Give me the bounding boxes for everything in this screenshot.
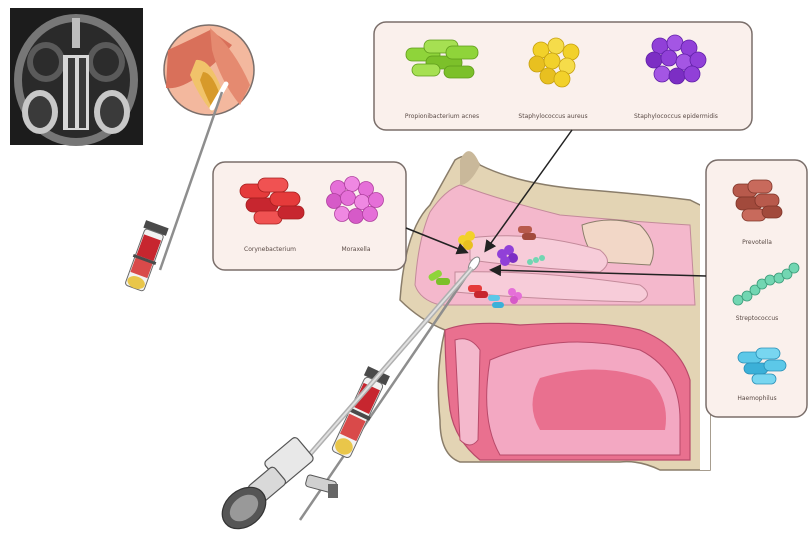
label-prevotella: Prevotella <box>742 239 772 246</box>
label-corynebacterium: Corynebacterium <box>244 246 296 253</box>
label-moraxella: Moraxella <box>341 246 370 253</box>
label-staph-epidermidis: Staphylococcus epidermidis <box>634 113 718 120</box>
sample-tube-large <box>329 366 390 460</box>
label-propionibacterium: Propionibacterium acnes <box>405 113 479 120</box>
label-haemophilus: Haemophilus <box>737 395 776 402</box>
label-streptococcus: Streptococcus <box>736 315 779 322</box>
ct-scan-image <box>10 8 143 146</box>
nasal-anatomy-illustration <box>400 151 710 470</box>
endoscopic-view-magnifier <box>164 25 254 115</box>
label-staph-aureus: Staphylococcus aureus <box>518 113 587 120</box>
